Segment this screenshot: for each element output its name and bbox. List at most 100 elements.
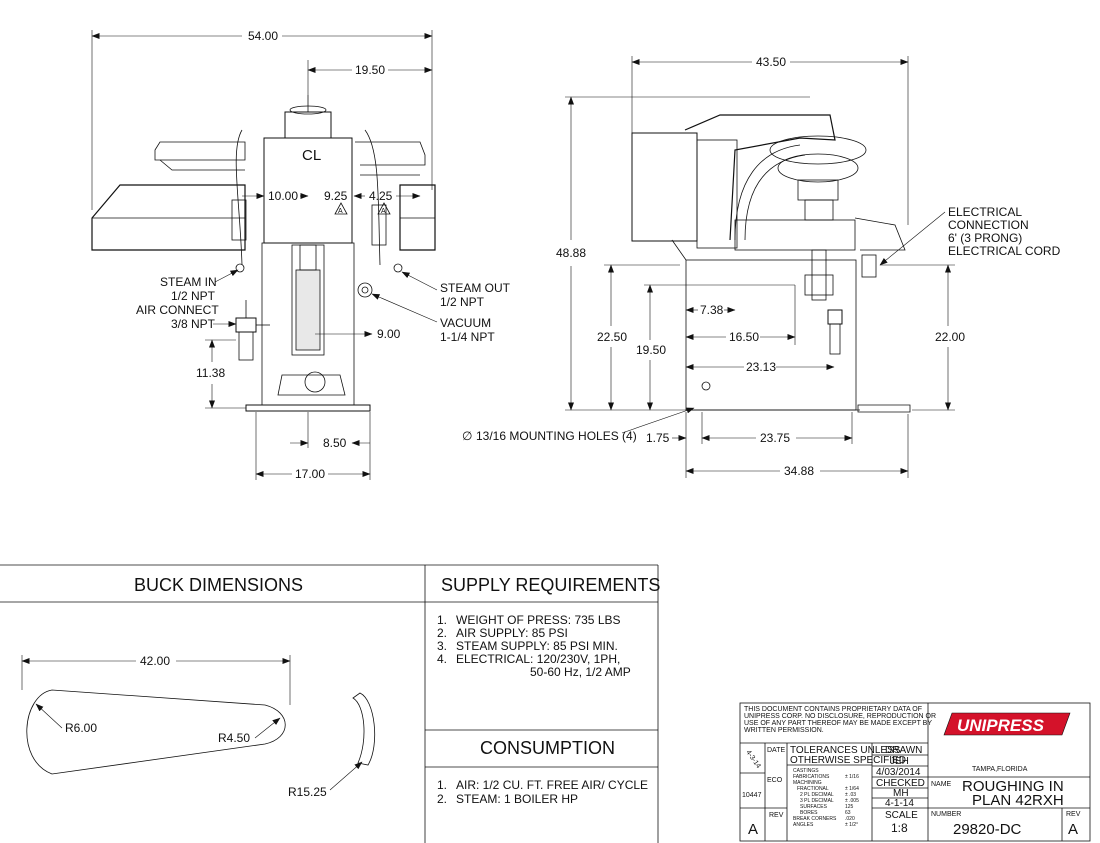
dim-air-height: 11.38 [196,366,225,380]
dim-width-2313: 23.13 [746,360,776,374]
dim-overall-height: 48.88 [556,246,586,260]
drawing-number: 29820-DC [953,821,1022,838]
supply-num-1: 1. [437,613,447,627]
tol-value: ± .005 [845,798,859,804]
dim-width-2375: 23.75 [760,431,790,445]
eco-label: ECO [767,777,783,784]
tol-key: MACHINING [793,780,822,786]
label-air-connect: AIR CONNECT [136,303,219,317]
tol-value: 125 [845,804,854,810]
supply-num-2: 2. [437,626,447,640]
consumption-num-2: 2. [437,792,447,806]
scale-label: SCALE [885,810,918,821]
buck-title: BUCK DIMENSIONS [134,575,303,595]
label-electrical-2: CONNECTION [948,218,1029,232]
tol-key: FRACTIONAL [797,786,829,792]
buck-radius-15-25: R15.25 [288,785,327,799]
number-label: NUMBER [931,811,961,818]
tol-key: 2 PL DECIMAL [800,792,834,798]
label-steam-out: STEAM OUT [440,281,511,295]
tol-key: SURFACES [800,804,828,810]
label-vacuum-size: 1-1/4 NPT [440,330,495,344]
front-press-outline: A A CL [91,95,436,412]
buck-radius-4-5: R4.50 [218,731,250,745]
buck-radius-6: R6.00 [65,721,97,735]
label-electrical-4: ELECTRICAL CORD [948,244,1061,258]
consumption-text-2: STEAM: 1 BOILER HP [456,792,578,806]
supply-num-4: 4. [437,652,447,666]
tol-value: ± 1/2° [845,822,858,828]
tol-key: BORES [800,810,818,816]
dim-height-2250: 22.50 [597,330,627,344]
tol-key: FABRICATIONS [793,774,830,780]
checked-date: 4-1-14 [885,798,914,809]
tol-value: 63 [845,810,851,816]
label-steam-in-size: 1/2 NPT [171,289,216,303]
rev-value: A [748,821,758,838]
warning-symbol-left: A [338,208,343,215]
dim-front-right: 4.25 [369,189,393,203]
notice-line-1: THIS DOCUMENT CONTAINS PROPRIETARY DATA … [744,706,922,713]
eco-value: 10447 [742,792,762,799]
drawn-label: DRAWN [885,745,922,756]
supply-text-4-cont: 50-60 Hz, 1/2 AMP [530,665,631,679]
label-vacuum: VACUUM [440,316,491,330]
dim-base-outer: 17.00 [295,467,325,481]
unipress-logo: UNIPRESS [943,712,1071,736]
dim-overall-width-front: 54.00 [248,29,278,43]
label-mounting-holes: 13/16 MOUNTING HOLES (4) [476,429,637,443]
lower-tables: BUCK DIMENSIONS SUPPLY REQUIREMENTS CONS… [0,564,660,843]
consumption-text-1: AIR: 1/2 CU. FT. FREE AIR/ CYCLE [456,778,648,792]
dim-width-175: 1.75 [646,431,670,445]
notice-line-4: WRITTEN PERMISSION. [744,727,824,734]
dim-overall-width-side: 43.50 [756,55,786,69]
date-value: 4-3-14 [744,749,761,770]
diameter-symbol: ∅ [462,429,472,443]
dim-height-2200: 22.00 [935,330,965,344]
label-electrical-1: ELECTRICAL [948,205,1022,219]
dim-offset-right: 19.50 [355,63,385,77]
side-view: 43.50 48.88 22.50 19.50 22.00 7.38 16.50 [462,55,1061,478]
buck-drawing: 42.00 R6.00 R4.50 R15.25 [21,654,376,799]
warning-symbol-right: A [381,208,386,215]
notice-line-2: UNIPRESS CORP. NO DISCLOSURE, REPRODUCTI… [744,713,936,720]
date-label: DATE [767,747,785,754]
dim-vacuum-offset: 9.00 [377,327,401,341]
front-view: A A CL 54.00 19.50 10.00 9.25 4.25 STEAM… [91,29,511,481]
side-press-outline [631,114,911,413]
tol-value: ± .03 [845,792,856,798]
scale-value: 1:8 [891,821,908,835]
supply-num-3: 3. [437,639,447,653]
dim-width-738: 7.38 [700,303,724,317]
tolerances-line-2: OTHERWISE SPECIFIED [790,755,906,766]
rev-label: REV [769,812,784,819]
supply-title: SUPPLY REQUIREMENTS [441,575,660,595]
tol-key: ANGLES [793,822,814,828]
dim-height-1950: 19.50 [636,343,666,357]
tol-value: ± 1/16 [845,774,859,780]
tol-key: BREAK CORNERS [793,816,837,822]
notice-line-3: USE OF ANY PART THEREOF MAY BE MADE EXCE… [744,720,932,727]
title-block: THIS DOCUMENT CONTAINS PROPRIETARY DATA … [739,702,1091,842]
tol-key: 3 PL DECIMAL [800,798,834,804]
label-air-connect-size: 3/8 NPT [171,317,216,331]
rev2-label: REV [1066,811,1081,818]
buck-length: 42.00 [140,654,170,668]
supply-text-4: ELECTRICAL: 120/230V, 1PH, [456,652,620,666]
centerline-symbol: CL [302,147,321,164]
name-label: NAME [931,781,952,788]
drawing-name-2: PLAN 42RXH [972,792,1064,809]
dim-base-inner: 8.50 [323,436,347,450]
consumption-title: CONSUMPTION [480,738,615,758]
brand-name: UNIPRESS [957,716,1045,735]
dim-front-left: 10.00 [268,189,298,203]
drawn-by: JEH [890,756,909,767]
supply-list: 1. WEIGHT OF PRESS: 735 LBS 2. AIR SUPPL… [437,613,631,679]
tolerance-table: CASTINGS FABRICATIONS ± 1/16 MACHINING F… [793,768,859,828]
tolerances-line-1: TOLERANCES UNLESS [790,745,901,756]
label-steam-out-size: 1/2 NPT [440,295,485,309]
supply-text-3: STEAM SUPPLY: 85 PSI MIN. [456,639,618,653]
tol-value: ± 1/64 [845,786,859,792]
tol-value: .020 [845,816,855,822]
drawing-name-1: ROUGHING IN [962,778,1064,795]
